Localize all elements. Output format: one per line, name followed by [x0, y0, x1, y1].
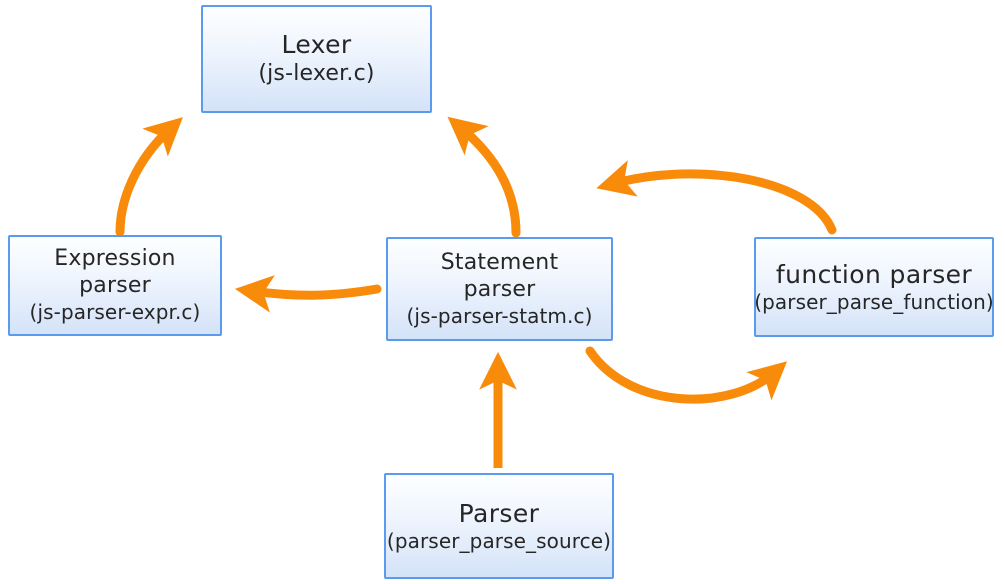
edge-function-to-statement [596, 160, 837, 235]
node-statement-parser-subtitle: (js-parser-statm.c) [406, 303, 593, 328]
node-expression-parser-title-line2: parser [79, 273, 151, 299]
node-function-parser[interactable]: function parser (parser_parse_function) [754, 237, 994, 337]
node-lexer-subtitle: (js-lexer.c) [258, 60, 375, 86]
node-expression-parser-subtitle: (js-parser-expr.c) [29, 300, 201, 325]
node-function-parser-subtitle: (parser_parse_function) [754, 290, 994, 315]
edge-statement-to-lexer [447, 116, 521, 238]
node-expression-parser-title-line1: Expression [54, 246, 176, 272]
node-statement-parser-title-line2: parser [463, 276, 536, 302]
node-lexer[interactable]: Lexer (js-lexer.c) [201, 5, 432, 113]
node-parser-title: Parser [458, 498, 540, 528]
edge-statement-to-expression [234, 275, 382, 313]
edge-statement-to-function [585, 346, 788, 404]
node-statement-parser[interactable]: Statement parser (js-parser-statm.c) [386, 237, 613, 341]
node-expression-parser[interactable]: Expression parser (js-parser-expr.c) [8, 235, 222, 336]
node-function-parser-title: function parser [775, 259, 973, 289]
node-lexer-title: Lexer [281, 30, 352, 60]
node-parser[interactable]: Parser (parser_parse_source) [384, 473, 614, 579]
node-parser-subtitle: (parser_parse_source) [386, 529, 612, 554]
edge-expression-to-lexer [115, 117, 183, 237]
node-statement-parser-title-line1: Statement [440, 249, 559, 275]
